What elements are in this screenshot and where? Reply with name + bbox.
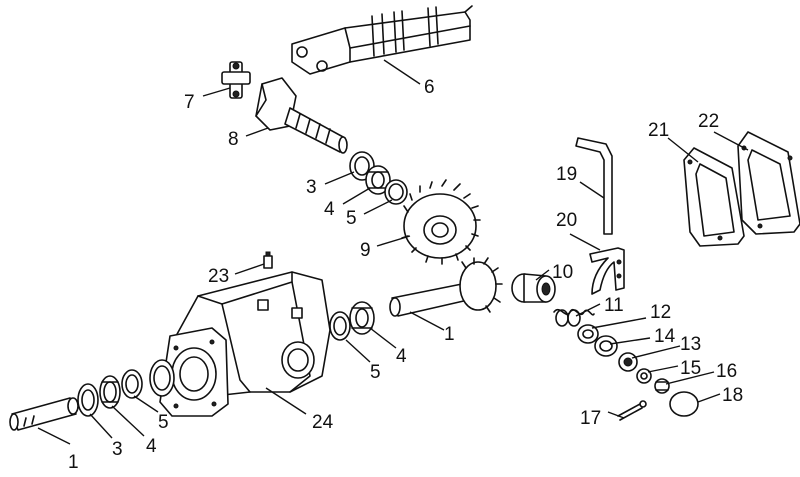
part-19-shift-rod <box>575 137 613 235</box>
part-21-gasket <box>683 147 745 247</box>
callout-20: 20 <box>556 210 577 231</box>
part-16-castle-nut <box>654 378 670 394</box>
part-4-bearing-cone-middle <box>349 301 375 335</box>
callout-14: 14 <box>654 326 676 347</box>
part-7-universal-joint <box>221 61 251 99</box>
part-3-bearing-cup-lower <box>77 383 99 417</box>
callout-4: 4 <box>146 436 157 457</box>
part-15-washer <box>636 368 652 384</box>
callout-17: 17 <box>580 408 601 429</box>
callout-13: 13 <box>680 334 701 355</box>
callout-4: 4 <box>324 199 335 220</box>
callout-22: 22 <box>698 111 719 132</box>
callout-21: 21 <box>648 120 669 141</box>
callout-24: 24 <box>312 412 334 433</box>
part-10-shift-collar <box>511 273 556 303</box>
part-5-spacer-upper <box>384 179 408 205</box>
callout-11: 11 <box>604 295 624 316</box>
part-4-bearing-cone-upper <box>365 165 391 195</box>
callout-15: 15 <box>680 358 701 379</box>
part-9-bevel-gear <box>401 179 481 265</box>
callout-1: 1 <box>68 452 79 473</box>
callout-3: 3 <box>306 177 317 198</box>
callout-4: 4 <box>396 346 407 367</box>
callout-1: 1 <box>444 324 455 345</box>
callout-5: 5 <box>370 362 381 383</box>
callout-10: 10 <box>552 262 573 283</box>
callout-8: 6 <box>424 77 435 98</box>
part-18-cap <box>669 391 699 417</box>
callout-9: 9 <box>360 240 371 261</box>
callout-23: 23 <box>208 266 229 287</box>
part-5-spacer-middle <box>329 311 351 341</box>
callout-18: 18 <box>722 385 743 406</box>
part-8-drawbar-tube <box>291 5 473 75</box>
part-22-cover-plate <box>737 131 800 235</box>
part-20-shift-fork <box>589 247 625 295</box>
callout-7: 7 <box>184 92 195 113</box>
part-5-spacer-lower <box>121 369 143 399</box>
leader-lines <box>37 59 749 445</box>
callout-19: 19 <box>556 164 577 185</box>
callout-6: 8 <box>228 129 239 150</box>
part-6-yoke-shaft <box>255 77 348 154</box>
callout-5: 5 <box>346 208 357 229</box>
part-1-pinion-shaft-upper <box>389 257 503 317</box>
callout-labels: 6 7 8 3 4 5 9 23 10 1 4 5 24 1 3 4 5 11 … <box>68 77 743 473</box>
part-4-bearing-cone-lower <box>99 375 121 409</box>
part-11-spring <box>553 308 595 327</box>
callout-12: 12 <box>650 302 671 323</box>
part-24-housing <box>159 271 331 417</box>
callout-5: 5 <box>158 412 169 433</box>
callout-16: 16 <box>716 361 737 382</box>
part-23-breather <box>263 251 273 269</box>
seal-ring-lower <box>149 359 175 397</box>
part-13-nut <box>618 352 638 372</box>
callout-3: 3 <box>112 439 123 460</box>
part-14-collar <box>594 335 618 357</box>
part-12-washer <box>577 324 599 344</box>
part-1-pinion-shaft-lower <box>9 397 79 431</box>
